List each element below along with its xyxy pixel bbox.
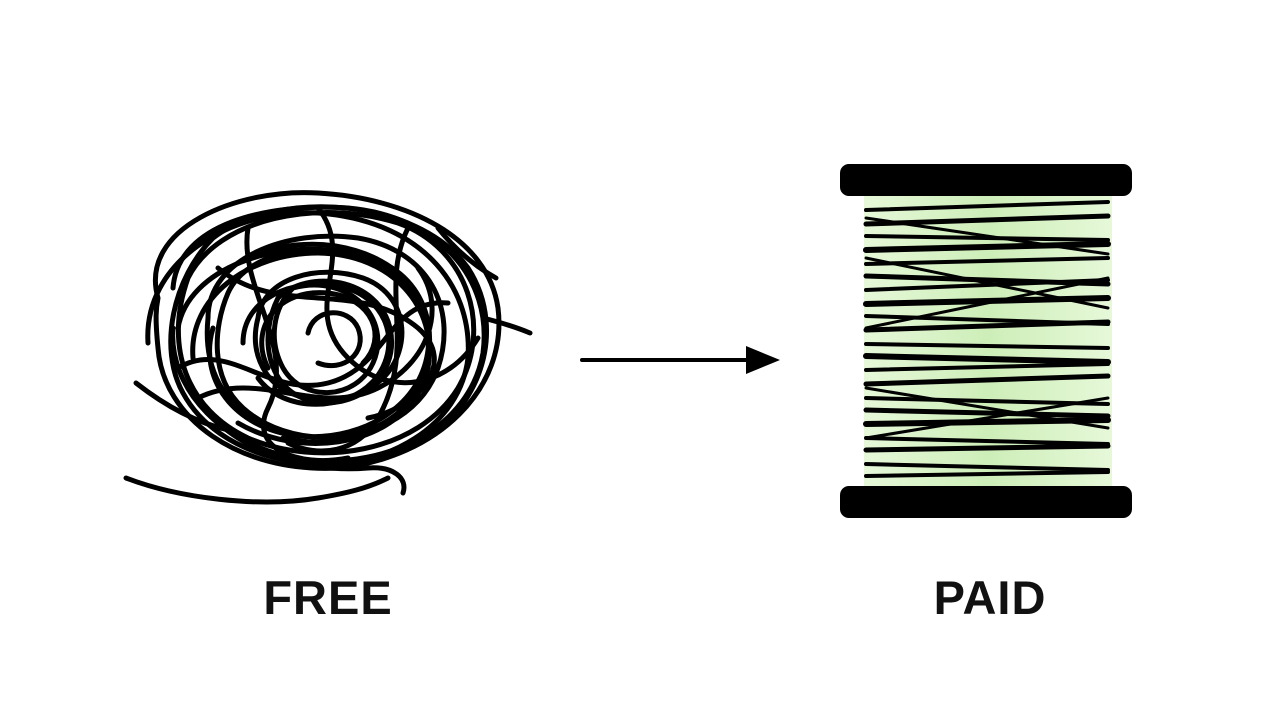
thread-spool-icon <box>836 158 1136 524</box>
free-label: FREE <box>263 571 393 624</box>
paid-label: PAID <box>933 571 1047 624</box>
right-arrow-icon <box>578 340 788 380</box>
tangled-thread-icon <box>118 168 538 513</box>
